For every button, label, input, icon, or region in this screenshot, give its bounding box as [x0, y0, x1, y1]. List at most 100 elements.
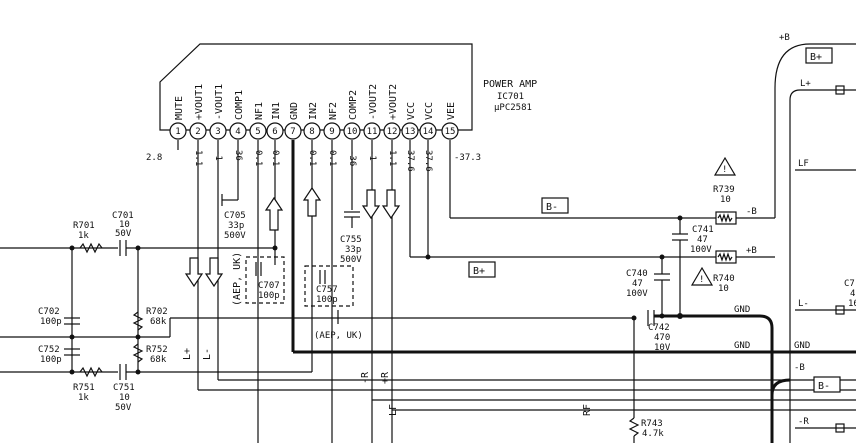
ic-pin-number: 12 — [387, 127, 398, 137]
ic-pin-2 — [189, 122, 207, 140]
ic-title: POWER AMP — [483, 79, 537, 90]
r743-ref: R743 — [641, 419, 663, 429]
ic-pin-name: +VOUT2 — [388, 84, 399, 120]
r702-symbol — [132, 311, 144, 331]
l-minus-label: L- — [202, 348, 213, 360]
right-bus-curve — [770, 378, 791, 440]
ic-pin-6 — [266, 122, 284, 140]
ic-pin-name: NF2 — [328, 102, 339, 120]
c752-ref: C752 — [38, 345, 60, 355]
ic-pin-name: VEE — [446, 102, 457, 120]
c707-val: 100p — [258, 291, 280, 301]
r752-ref: R752 — [146, 345, 168, 355]
lp-right-wire — [789, 89, 856, 443]
plus-b-label-1: +B — [746, 246, 757, 256]
ic-pin-name: IN1 — [271, 102, 282, 120]
c752-val: 100p — [40, 355, 62, 365]
c757-val: 100p — [316, 295, 338, 305]
c751-ref: C751 — [113, 383, 135, 393]
r752-symbol — [132, 343, 144, 363]
ic-pin-number: 4 — [235, 127, 240, 137]
r740-ref: R740 — [713, 274, 735, 284]
plus-r-label: +R — [380, 371, 391, 384]
ic-pin-name: -VOUT1 — [214, 84, 225, 120]
b-minus-box — [541, 197, 569, 214]
connector-pin — [835, 305, 845, 315]
r752-val: 68k — [150, 355, 167, 365]
r739-zigzag — [717, 213, 733, 223]
l-plus-right-label: L+ — [800, 79, 811, 89]
c740-ref: C740 — [626, 269, 648, 279]
minus-b-label-1: -B — [746, 207, 757, 217]
node — [69, 369, 75, 375]
node — [69, 245, 75, 251]
aep-uk-label-1: (AEP, UK) — [232, 252, 243, 306]
c705-ref: C705 — [224, 211, 246, 221]
arrow-down-icon — [204, 257, 224, 288]
gnd-label-3: GND — [794, 341, 810, 351]
c702-val: 100p — [40, 317, 62, 327]
b-plus-box-top-label: B+ — [810, 52, 822, 63]
ic-pin-number: 2 — [195, 127, 200, 137]
r739-ref: R739 — [713, 185, 735, 195]
c705-val: 33p — [228, 221, 244, 231]
b-plus-box-top — [805, 47, 833, 64]
ic-pin-voltage: -37.3 — [454, 153, 481, 163]
ic-pin-number: 13 — [405, 127, 416, 137]
ic-pin-12 — [383, 122, 401, 140]
node — [135, 334, 141, 340]
ic-pin-name: MUTE — [174, 96, 185, 120]
ic-pin-number: 15 — [445, 127, 456, 137]
node — [677, 313, 683, 319]
arrow-down-icon — [184, 257, 204, 288]
c751-val: 10 — [119, 393, 130, 403]
c755-val: 33p — [345, 245, 361, 255]
aep-uk-label-2: (AEP, UK) — [314, 331, 363, 341]
c701-ref: C701 — [112, 211, 134, 221]
arrow-up-icon — [302, 186, 322, 217]
r751-symbol — [79, 366, 103, 378]
r740-zigzag — [717, 252, 733, 262]
c741-val: 47 — [697, 235, 708, 245]
connector-pin — [835, 85, 845, 95]
node — [425, 254, 431, 260]
ic-pin-number: 9 — [329, 127, 334, 137]
ic-pin-name: -VOUT2 — [368, 84, 379, 120]
ic-pin-number: 5 — [255, 127, 260, 137]
node — [677, 215, 683, 221]
arrow-up-icon — [264, 196, 284, 231]
node — [272, 245, 278, 251]
c757-dashed-box — [304, 265, 354, 307]
ic-pin-voltage: 2.8 — [146, 153, 162, 163]
c701-val: 10 — [119, 220, 130, 230]
ic-pin-name: GND — [289, 102, 300, 120]
ic-pin-name: +VOUT1 — [194, 84, 205, 120]
r751-val: 1k — [78, 393, 89, 403]
ic-pin-name: VCC — [406, 102, 417, 120]
ic-pin-number: 6 — [272, 127, 277, 137]
r702-val: 68k — [150, 317, 167, 327]
ic-pin-5 — [249, 122, 267, 140]
node — [659, 254, 665, 260]
c755-volt: 500V — [340, 255, 362, 265]
b-minus-box-right — [813, 376, 841, 393]
arrow-down-icon — [361, 189, 381, 220]
gnd-bus-right — [654, 314, 774, 443]
ic-pin-13 — [401, 122, 419, 140]
ic-pin-number: 11 — [367, 127, 378, 137]
ic-ref: IC701 — [497, 92, 524, 102]
gnd-label-1: GND — [734, 305, 750, 315]
c742-ref: C742 — [648, 323, 670, 333]
ic-pin-8 — [303, 122, 321, 140]
connector-pin — [835, 423, 845, 433]
c755-ref: C755 — [340, 235, 362, 245]
c741-volt: 100V — [690, 245, 712, 255]
warning-mark: ! — [722, 165, 727, 175]
ic-pin-name: IN2 — [308, 102, 319, 120]
r701-symbol — [79, 242, 103, 254]
ic-pin-1 — [169, 122, 187, 140]
ic-pin-number: 14 — [423, 127, 434, 137]
b-minus-box-label: B- — [546, 202, 558, 213]
c757-ref: C757 — [316, 285, 338, 295]
